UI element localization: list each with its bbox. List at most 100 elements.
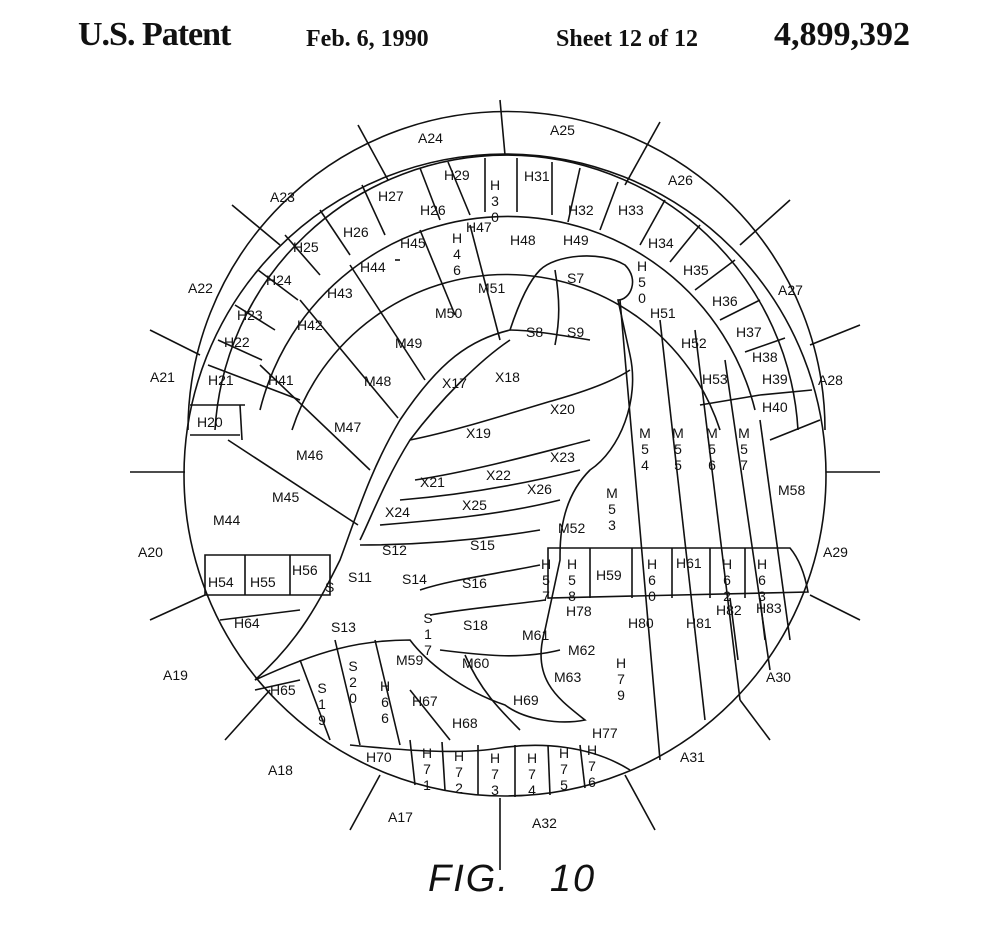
- label-a32: A32: [532, 815, 557, 831]
- sheet-number: Sheet 12 of 12: [556, 26, 698, 52]
- label-m44: M44: [213, 512, 240, 528]
- label-h41: H41: [268, 372, 294, 388]
- label-a29: A29: [823, 544, 848, 560]
- patent-date: Feb. 6, 1990: [306, 26, 429, 52]
- label-s15: S15: [470, 537, 495, 553]
- label-h66: H66: [377, 678, 393, 726]
- label-h21: H21: [208, 372, 234, 388]
- label-h38: H38: [752, 349, 778, 365]
- label-h24: H24: [266, 272, 292, 288]
- label-h59: H59: [596, 567, 622, 583]
- label-m57: M57: [736, 425, 752, 473]
- label-a28: A28: [818, 372, 843, 388]
- label-x20: X20: [550, 401, 575, 417]
- label-x25: X25: [462, 497, 487, 513]
- band-arc-4: [291, 273, 721, 431]
- label-h79: H79: [613, 655, 629, 703]
- label-h83: H83: [756, 600, 782, 616]
- label-h67: H67: [412, 693, 438, 709]
- label-s13: S13: [331, 619, 356, 635]
- label-h34: H34: [648, 235, 674, 251]
- label-h64: H64: [234, 615, 260, 631]
- label-h22: H22: [224, 334, 250, 350]
- label-h76: H76: [584, 742, 600, 790]
- region-labels: H20 H21 H22 H23 H24 H25 H26 H27 H26 H29 …: [197, 167, 805, 798]
- label-h51: H51: [650, 305, 676, 321]
- label-m54: M54: [637, 425, 653, 473]
- label-m48: M48: [364, 373, 391, 389]
- label-x26: X26: [527, 481, 552, 497]
- label-a26: A26: [668, 172, 693, 188]
- label-s16: S16: [462, 575, 487, 591]
- label-h52: H52: [681, 335, 707, 351]
- label-m45: M45: [272, 489, 299, 505]
- label-a31: A31: [680, 749, 705, 765]
- label-s: S: [325, 579, 334, 595]
- label-m50: M50: [435, 305, 462, 321]
- label-m56: M56: [704, 425, 720, 473]
- label-h68: H68: [452, 715, 478, 731]
- label-h48: H48: [510, 232, 536, 248]
- label-m59: M59: [396, 652, 423, 668]
- band-arc-2: [214, 154, 799, 431]
- label-a21: A21: [150, 369, 175, 385]
- label-h43: H43: [327, 285, 353, 301]
- label-h58: H58: [564, 556, 580, 604]
- label-h72: H72: [451, 748, 467, 796]
- label-m55: M55: [670, 425, 686, 473]
- label-s12: S12: [382, 542, 407, 558]
- label-h75: H75: [556, 745, 572, 793]
- label-h53: H53: [702, 371, 728, 387]
- label-a24: A24: [418, 130, 443, 146]
- label-h26b: H26: [420, 202, 446, 218]
- label-h40: H40: [762, 399, 788, 415]
- label-m60: M60: [462, 655, 489, 671]
- label-x21: X21: [420, 474, 445, 490]
- label-h77: H77: [592, 725, 618, 741]
- label-x18: X18: [495, 369, 520, 385]
- label-h26: H26: [343, 224, 369, 240]
- label-h42: H42: [297, 317, 323, 333]
- label-m62: M62: [568, 642, 595, 658]
- band-arc-3: [259, 215, 756, 411]
- label-h49: H49: [563, 232, 589, 248]
- label-s20: S20: [345, 658, 361, 706]
- label-x22: X22: [486, 467, 511, 483]
- label-a17: A17: [388, 809, 413, 825]
- label-a18: A18: [268, 762, 293, 778]
- label-s19: S19: [314, 680, 330, 728]
- label-s18: S18: [463, 617, 488, 633]
- label-m51: M51: [478, 280, 505, 296]
- label-h29: H29: [444, 167, 470, 183]
- label-h62: H62: [719, 556, 735, 604]
- figure-caption: FIG.10: [428, 858, 596, 901]
- label-h73: H73: [487, 750, 503, 798]
- label-h45: H45: [400, 235, 426, 251]
- label-h54: H54: [208, 574, 234, 590]
- label-h56: H56: [292, 562, 318, 578]
- label-h35: H35: [683, 262, 709, 278]
- outer-band-arc: [187, 110, 826, 431]
- label-h23: H23: [237, 307, 263, 323]
- label-h61: H61: [676, 555, 702, 571]
- label-m58: M58: [778, 482, 805, 498]
- label-a27: A27: [778, 282, 803, 298]
- label-h36: H36: [712, 293, 738, 309]
- label-h20: H20: [197, 414, 223, 430]
- label-s9: S9: [567, 324, 584, 340]
- label-h60: H60: [644, 556, 660, 604]
- label-h27: H27: [378, 188, 404, 204]
- label-a23: A23: [270, 189, 295, 205]
- label-m53: M53: [604, 485, 620, 533]
- label-x17: X17: [442, 375, 467, 391]
- label-h71: H71: [419, 745, 435, 793]
- label-h78: H78: [566, 603, 592, 619]
- label-s7: S7: [567, 270, 584, 286]
- label-a30: A30: [766, 669, 791, 685]
- label-h69: H69: [513, 692, 539, 708]
- label-m61: M61: [522, 627, 549, 643]
- caption-number: 10: [549, 858, 597, 900]
- label-a22: A22: [188, 280, 213, 296]
- label-h31: H31: [524, 168, 550, 184]
